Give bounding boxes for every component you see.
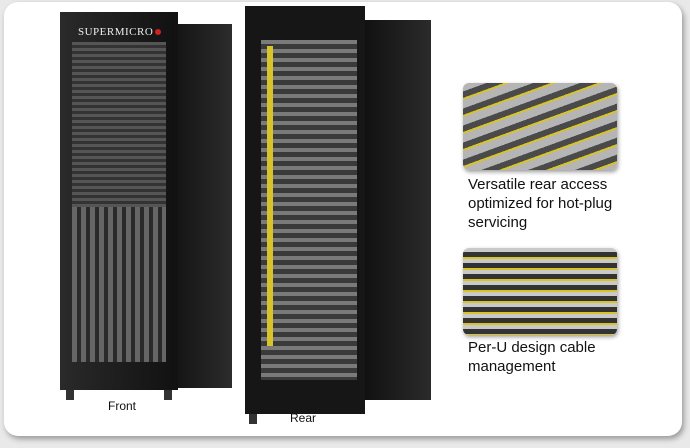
front-rack-image: SUPERMICRO xyxy=(60,12,178,400)
front-label: Front xyxy=(108,399,137,413)
rear-server-stack xyxy=(261,40,357,380)
rear-label: Rear xyxy=(290,411,317,425)
front-blade-servers xyxy=(72,207,166,362)
rear-rack-image xyxy=(245,6,365,424)
front-rack-side-panel xyxy=(178,24,232,388)
cable-management-photo xyxy=(463,248,617,335)
brand-text: SUPERMICRO xyxy=(78,26,154,38)
rear-access-photo xyxy=(463,83,617,170)
rear-rack-side-panel xyxy=(365,20,431,400)
rack-foot xyxy=(164,390,172,400)
cable-management-caption: Per-U design cable management xyxy=(468,339,596,375)
rear-access-caption: Versatile rear access optimized for hot-… xyxy=(468,176,613,231)
supermicro-logo: SUPERMICRO xyxy=(78,26,162,38)
rack-foot xyxy=(249,414,257,424)
cable-bundle xyxy=(267,46,273,346)
rack-foot xyxy=(66,390,74,400)
